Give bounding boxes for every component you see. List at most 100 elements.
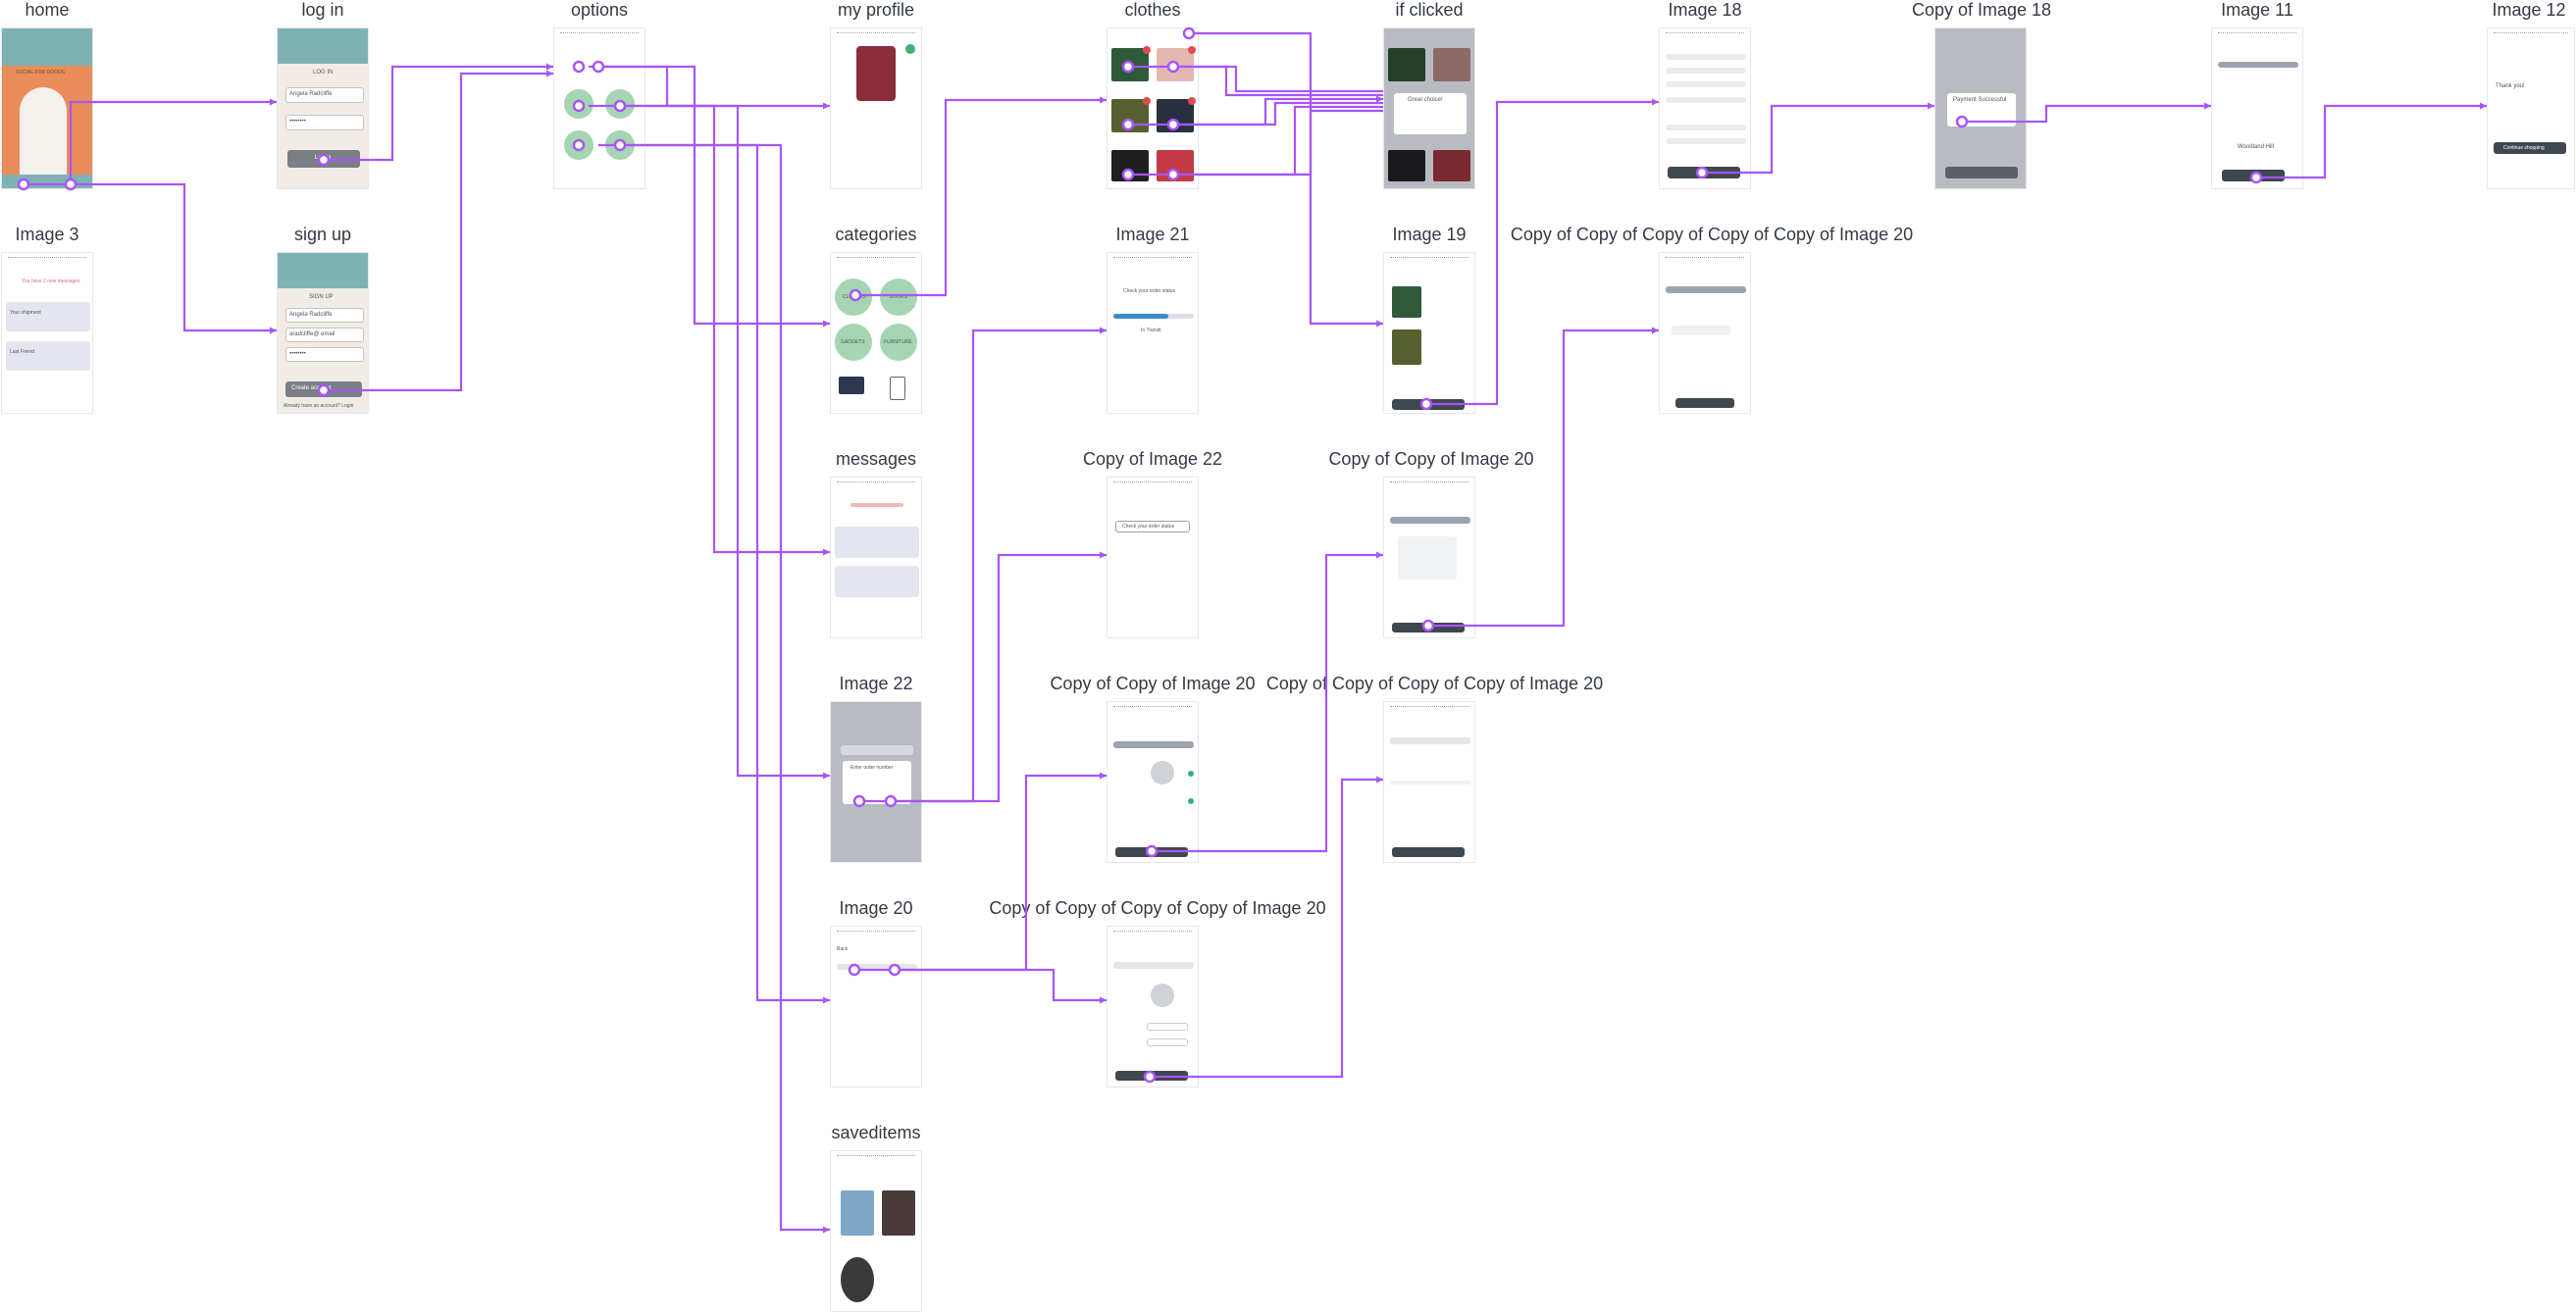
copy5-20-done-button[interactable]: [1675, 398, 1734, 408]
category-gadgets[interactable]: GADGETS: [835, 324, 872, 361]
messages-item-2[interactable]: [835, 566, 919, 597]
screen-copy4-20b[interactable]: [1383, 701, 1475, 863]
screen-title-image21: Image 21: [1115, 225, 1190, 244]
login-password-field[interactable]: ••••••••: [285, 115, 364, 130]
saved-item-3[interactable]: [841, 1257, 874, 1302]
signup-password-field[interactable]: ••••••••: [285, 347, 364, 362]
screen-copy22[interactable]: Check your order status: [1107, 477, 1199, 638]
screen-image19[interactable]: [1383, 252, 1475, 414]
connector-paths: [24, 31, 2487, 1232]
category-books-label: BOOKS: [890, 294, 907, 300]
category-books[interactable]: BOOKS: [880, 278, 917, 316]
copy1-20-photo: [1151, 761, 1174, 784]
screen-title-options: options: [570, 0, 629, 20]
screen-image20[interactable]: Back: [830, 926, 922, 1087]
copy5-20-text: [1672, 326, 1730, 335]
messages-item-1[interactable]: [835, 527, 919, 558]
hotspot-markers: [17, 26, 2263, 1084]
screen-image3[interactable]: You have 2 new messages Your shipment La…: [1, 252, 93, 414]
image3-message-1[interactable]: Your shipment: [6, 302, 90, 331]
screen-image22[interactable]: Enter order number: [830, 701, 922, 863]
copy4-20b-tabs[interactable]: [1390, 737, 1470, 744]
link-image11-image12: [2256, 104, 2487, 179]
screen-options[interactable]: [553, 27, 645, 189]
arrow-copy1: [1100, 772, 1107, 780]
login-banner: [278, 28, 368, 64]
hotspot-options-1: [572, 60, 586, 74]
copy4-20b-done-button[interactable]: [1392, 847, 1465, 857]
screen-saveditems[interactable]: [830, 1150, 922, 1312]
hotspot-clothes-top: [1182, 26, 1196, 40]
screen-title-image20: Image 20: [839, 898, 913, 918]
copy4-20b-text: [1390, 781, 1470, 784]
ifclicked-dialog[interactable]: Great choice!: [1394, 93, 1467, 134]
copy2-20-tabs[interactable]: [1390, 517, 1470, 524]
image22-dialog[interactable]: Enter order number: [843, 761, 911, 804]
link-image19-image18: [1426, 100, 1659, 406]
arrow-categories: [823, 320, 830, 328]
image20-tabs[interactable]: [837, 964, 917, 970]
link-options-messages: [589, 104, 830, 554]
arrow-image21: [1100, 327, 1107, 334]
image12-continue-button[interactable]: Continue shopping: [2494, 142, 2566, 154]
screen-ifclicked[interactable]: Great choice!: [1383, 27, 1475, 189]
copy4-20-field-1[interactable]: [1147, 1023, 1188, 1031]
signup-email-value: aradcliffe@ email: [289, 331, 335, 337]
arrow-image22: [823, 772, 830, 780]
copy5-20-tabs[interactable]: [1666, 286, 1746, 293]
clothes-badge-1: [1143, 46, 1151, 54]
screen-home[interactable]: SOCIAL FOR GOODS: [1, 27, 93, 189]
image18-row-2: [1666, 68, 1746, 74]
screen-title-clothes: clothes: [1124, 0, 1181, 20]
saved-item-1[interactable]: [841, 1190, 874, 1236]
image3-message-2[interactable]: Last Friend: [6, 341, 90, 371]
login-username-field[interactable]: Angela Radcliffe: [285, 87, 364, 103]
copy18-button[interactable]: [1945, 167, 2018, 178]
signup-name-field[interactable]: Angela Radcliffe: [285, 308, 364, 323]
options-status-bar: [560, 32, 639, 37]
hotspot-categories: [849, 288, 862, 302]
hotspot-clothes-2: [1166, 60, 1180, 74]
categories-thumb-1[interactable]: [839, 377, 864, 394]
arrow-options-2: [546, 70, 553, 77]
link-signup-options: [324, 72, 553, 392]
copy4-20-tabs[interactable]: [1113, 962, 1194, 969]
image12-status-bar: [2494, 32, 2568, 37]
screen-image18[interactable]: [1659, 27, 1751, 189]
screen-categories[interactable]: CLOTHES BOOKS GADGETS FURNITURE: [830, 252, 922, 414]
messages-status-bar: [837, 481, 915, 486]
hotspot-options-6: [613, 138, 627, 152]
ifclicked-item-1: [1388, 48, 1425, 81]
hotspot-signup: [317, 383, 331, 397]
signup-banner: [278, 253, 368, 288]
home-banner: [2, 28, 92, 66]
image20-back[interactable]: Back: [837, 946, 849, 952]
screen-myprofile[interactable]: [830, 27, 922, 189]
screen-copy5-20[interactable]: [1659, 252, 1751, 414]
arrow-copy5: [1652, 327, 1659, 334]
screen-title-login: log in: [301, 0, 344, 20]
signup-footer[interactable]: Already have an account? Login: [283, 403, 354, 409]
image22-dialog-text: Enter order number: [850, 765, 894, 771]
saved-item-2[interactable]: [882, 1190, 915, 1236]
copy5-20-status-bar: [1666, 257, 1744, 262]
screen-title-image11: Image 11: [2221, 0, 2293, 20]
screen-signup[interactable]: SIGN UP Angela Radcliffe aradcliffe@ ema…: [277, 252, 369, 414]
ifclicked-item-4: [1433, 150, 1470, 181]
ifclicked-dialog-text: Great choice!: [1408, 97, 1443, 103]
hotspot-options-5: [572, 138, 586, 152]
screen-image21[interactable]: Check your order status In Transit: [1107, 252, 1199, 414]
categories-thumb-2[interactable]: [890, 377, 905, 400]
screen-copy18[interactable]: Payment Successful: [1934, 27, 2027, 189]
image11-title: Woodland Hill: [2238, 144, 2274, 150]
screen-clothes[interactable]: [1107, 27, 1199, 189]
screen-copy2-20[interactable]: [1383, 477, 1475, 638]
signup-email-field[interactable]: aradcliffe@ email: [285, 328, 364, 342]
copy22-status-button[interactable]: Check your order status: [1115, 521, 1190, 532]
copy1-20-tabs[interactable]: [1113, 741, 1194, 748]
screen-messages[interactable]: [830, 477, 922, 638]
screen-image12[interactable]: Thank you! Continue shopping: [2487, 27, 2575, 189]
copy4-20-field-2[interactable]: [1147, 1038, 1188, 1046]
category-furniture[interactable]: FURNITURE: [880, 324, 917, 361]
image18-row-4: [1666, 97, 1746, 103]
